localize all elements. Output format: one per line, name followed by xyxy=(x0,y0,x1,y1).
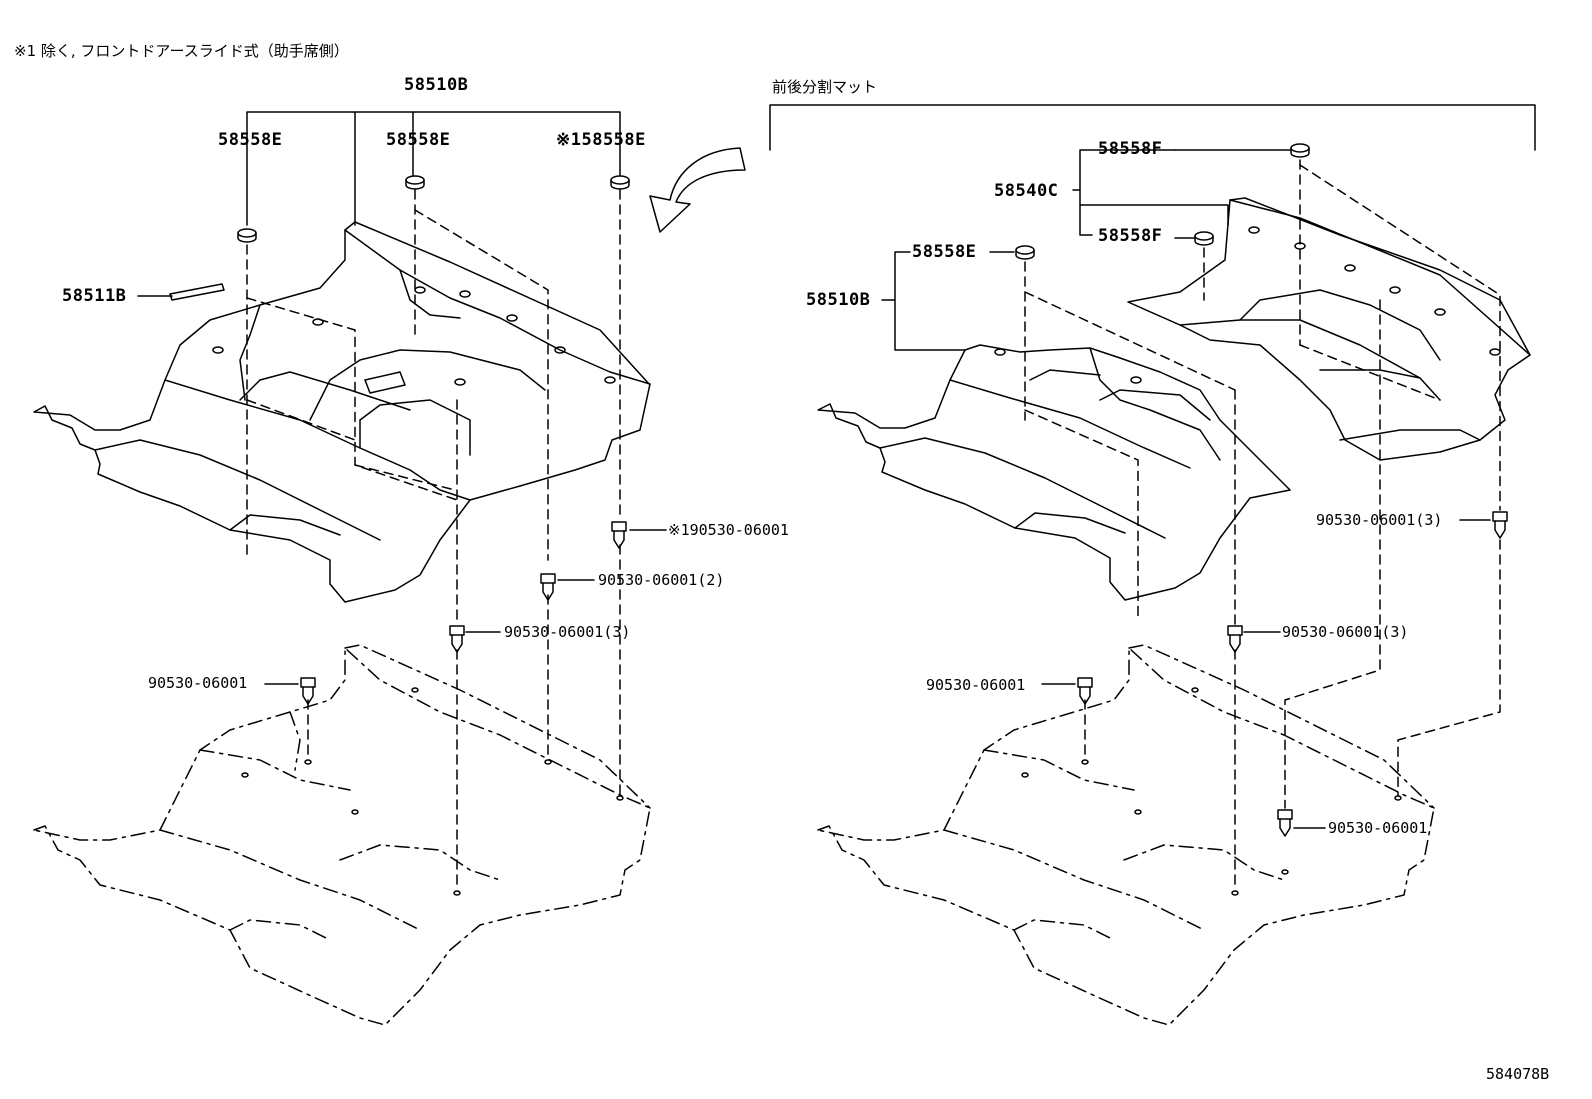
clip-icon xyxy=(611,521,627,549)
label-clip-right-1: 90530-06001(3) xyxy=(1316,511,1443,529)
pad-58511b xyxy=(169,283,225,301)
plug-icon xyxy=(237,228,257,243)
label-58511b: 58511B xyxy=(62,286,127,306)
clip-icon xyxy=(300,677,316,705)
bracket-split-mat xyxy=(769,104,1536,151)
label-58540c: 58540C xyxy=(994,181,1059,201)
plug-icon xyxy=(1290,143,1310,158)
exclusion-note: ※1 除く, フロントドアースライド式（助手席側） xyxy=(14,42,349,60)
plug-icon xyxy=(1194,231,1214,246)
clip-icon xyxy=(1277,809,1293,837)
floor-pan-left xyxy=(33,647,651,1026)
label-clip-right-3: 90530-06001 xyxy=(926,676,1026,694)
label-clip-left-1: ※190530-06001 xyxy=(668,521,789,539)
split-mat-title: 前後分割マット xyxy=(772,78,878,96)
label-58558e-1: 58558E xyxy=(218,130,283,150)
clip-icon xyxy=(1227,625,1243,653)
label-58558e-2: 58558E xyxy=(386,130,451,150)
label-58558f-1: 58558F xyxy=(1098,139,1163,159)
front-mat-58510b xyxy=(817,344,1291,601)
label-58558f-2: 58558F xyxy=(1098,226,1163,246)
clip-icon xyxy=(1492,511,1508,539)
plug-icon xyxy=(405,175,425,190)
label-clip-left-3: 90530-06001(3) xyxy=(504,623,631,641)
curved-arrow-icon xyxy=(649,147,746,233)
label-clip-left-4: 90530-06001 xyxy=(148,674,248,692)
guide-lines-left xyxy=(246,189,621,891)
label-58558e-3: ※158558E xyxy=(556,130,646,150)
label-58558e-right: 58558E xyxy=(912,242,977,262)
guide-lines-right xyxy=(1024,159,1501,891)
label-58510b-right: 58510B xyxy=(806,290,871,310)
clip-icon xyxy=(449,625,465,653)
carpet-left-front xyxy=(33,229,651,603)
figure-id: 584078B xyxy=(1486,1065,1550,1083)
label-clip-right-2: 90530-06001(3) xyxy=(1282,623,1409,641)
bracket-58510b-left xyxy=(246,111,621,226)
clip-icon xyxy=(1077,677,1093,705)
plug-icon xyxy=(1015,245,1035,260)
clip-icon xyxy=(540,573,556,601)
label-clip-left-2: 90530-06001(2) xyxy=(598,571,725,589)
plug-icon xyxy=(610,175,630,190)
label-clip-right-4: 90530-06001 xyxy=(1328,819,1428,837)
label-58510b-left: 58510B xyxy=(404,75,469,95)
